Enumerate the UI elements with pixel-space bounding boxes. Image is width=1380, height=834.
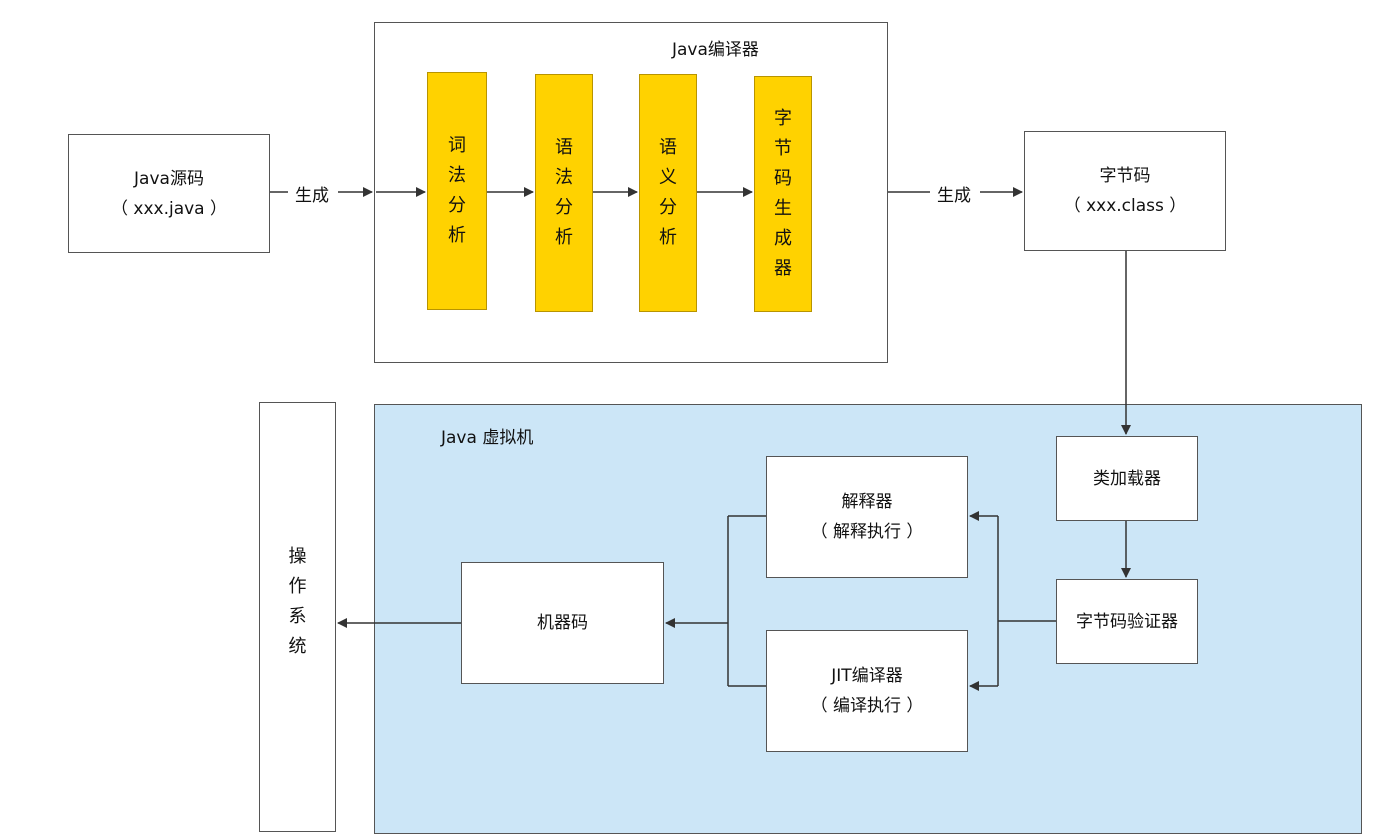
jit-compiler-box: JIT编译器 （ 编译执行 ） <box>766 630 968 752</box>
interpreter-name: 解释器 <box>841 492 893 512</box>
jvm-title: Java 虚拟机 <box>441 428 534 448</box>
interpreter-box: 解释器 （ 解释执行 ） <box>766 456 968 578</box>
machine-code-box: 机器码 <box>461 562 664 684</box>
class-loader-box: 类加载器 <box>1056 436 1198 521</box>
compiler-title: Java编译器 <box>672 40 759 60</box>
interpreter-mode: （ 解释执行 ） <box>810 522 924 542</box>
bytecode-verifier-label: 字节码验证器 <box>1076 611 1178 632</box>
operating-system-box: 操 作 系 统 <box>259 402 336 832</box>
lexical-analysis-label: 词 法 分 析 <box>448 135 466 246</box>
source-code-file: （ xxx.java ） <box>110 198 227 219</box>
lexical-analysis-stage: 词 法 分 析 <box>427 72 487 310</box>
source-code-name: Java源码 <box>134 168 204 189</box>
jit-compiler-name: JIT编译器 <box>831 666 903 686</box>
bytecode-file: （ xxx.class ） <box>1063 196 1187 216</box>
jit-compiler-mode: （ 编译执行 ） <box>810 696 924 716</box>
bytecode-verifier-box: 字节码验证器 <box>1056 579 1198 664</box>
source-code-box: Java源码 （ xxx.java ） <box>68 134 270 253</box>
bytecode-box: 字节码 （ xxx.class ） <box>1024 131 1226 251</box>
semantic-analysis-stage: 语 义 分 析 <box>639 74 697 312</box>
syntax-analysis-stage: 语 法 分 析 <box>535 74 593 312</box>
semantic-analysis-label: 语 义 分 析 <box>659 137 677 248</box>
bytecode-name: 字节码 <box>1099 166 1151 186</box>
edge-label-generate-2: 生成 <box>937 186 971 206</box>
edge-label-generate-1: 生成 <box>295 186 329 206</box>
bytecode-generator-label: 字 节 码 生 成 器 <box>774 108 792 279</box>
operating-system-label: 操 作 系 统 <box>288 546 307 657</box>
syntax-analysis-label: 语 法 分 析 <box>555 137 573 248</box>
machine-code-label: 机器码 <box>537 613 588 633</box>
class-loader-label: 类加载器 <box>1093 468 1161 489</box>
bytecode-generator-stage: 字 节 码 生 成 器 <box>754 76 812 312</box>
